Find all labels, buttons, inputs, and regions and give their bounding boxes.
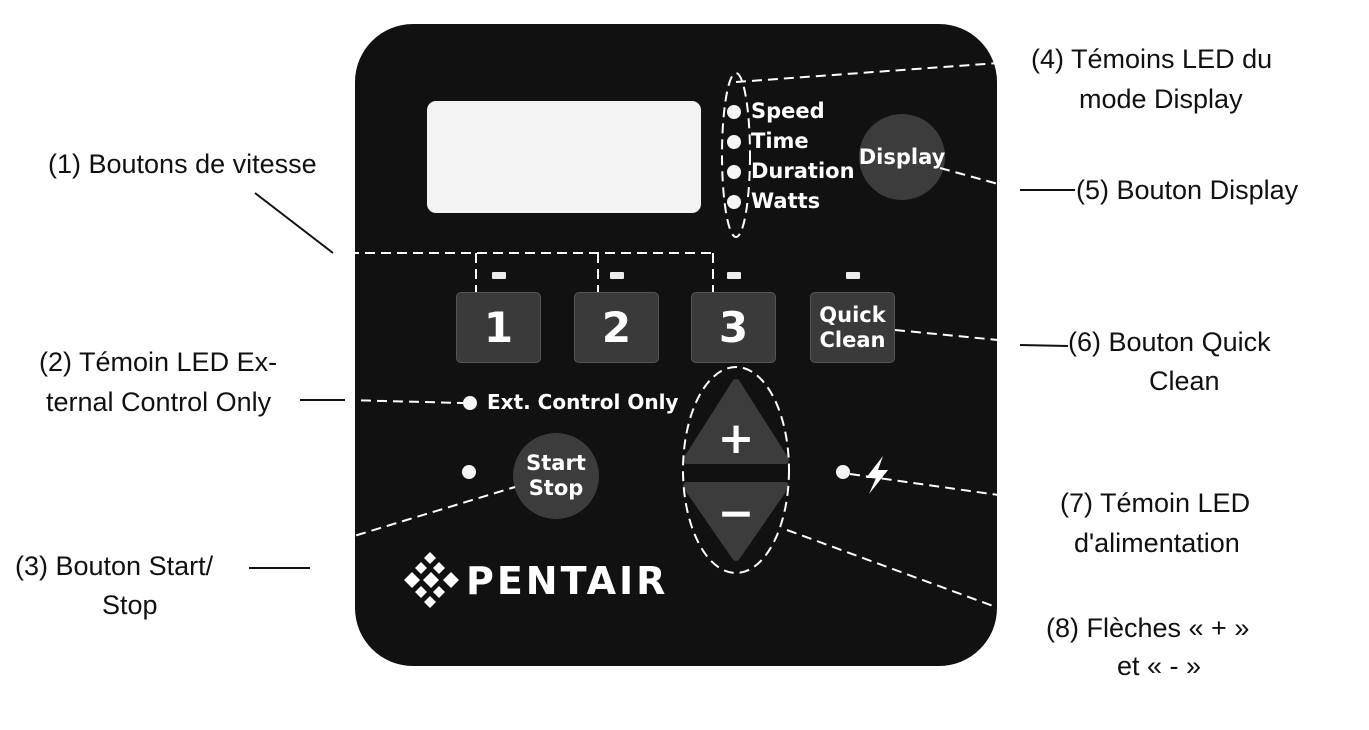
- lightning-icon: [866, 456, 888, 494]
- lcd-display: [427, 101, 701, 213]
- callout-8-line2: et « - »: [1117, 651, 1202, 681]
- quick-clean-label-line1: Quick: [819, 302, 886, 327]
- callout-6-line1: (6) Bouton Quick: [1068, 327, 1271, 357]
- callout-8-line1: (8) Flèches « + »: [1046, 613, 1250, 643]
- callout-2-line1: (2) Témoin LED Ex-: [39, 347, 278, 377]
- time-led: [727, 135, 741, 149]
- power-led: [836, 465, 850, 479]
- callout-6-line2: Clean: [1149, 366, 1220, 396]
- watts-led-label: Watts: [751, 189, 821, 213]
- start-stop-led: [462, 465, 476, 479]
- quick-clean-indicator: [846, 272, 860, 279]
- leader-6-outside: [1019, 344, 1069, 347]
- start-stop-button[interactable]: Start Stop: [513, 433, 599, 519]
- start-stop-label-line2: Stop: [528, 476, 584, 500]
- quick-clean-button[interactable]: Quick Clean: [810, 292, 895, 363]
- leader-1-outside: [254, 192, 334, 254]
- callout-4-line1: (4) Témoins LED du: [1031, 44, 1273, 74]
- brand-name: PENTAIR: [466, 559, 669, 603]
- speed-led: [727, 105, 741, 119]
- callout-3-line2: Stop: [102, 590, 158, 620]
- plus-arrow-button[interactable]: [683, 379, 789, 464]
- ext-control-label: Ext. Control Only: [487, 390, 679, 414]
- duration-led: [727, 165, 741, 179]
- arrow-buttons-grouping: [682, 366, 790, 574]
- callout-7-line1: (7) Témoin LED: [1060, 488, 1251, 518]
- duration-led-label: Duration: [751, 159, 855, 183]
- start-stop-label-line1: Start: [526, 451, 586, 475]
- callout-4-line2: mode Display: [1079, 84, 1243, 114]
- time-led-label: Time: [751, 129, 809, 153]
- speed-1-indicator: [492, 272, 506, 279]
- speed-1-button[interactable]: 1: [456, 292, 541, 363]
- speed-2-button[interactable]: 2: [574, 292, 659, 363]
- speed-2-indicator: [610, 272, 624, 279]
- callout-2-line2: ternal Control Only: [46, 387, 272, 417]
- leader-4-panel: [735, 59, 1041, 83]
- speed-led-label: Speed: [751, 99, 825, 123]
- leader-7-panel: [849, 473, 1056, 504]
- callout-1-speed-buttons: (1) Boutons de vitesse: [48, 149, 317, 179]
- leader-5-panel: [939, 167, 1021, 191]
- display-button-label: Display: [858, 144, 946, 169]
- minus-symbol: −: [718, 488, 755, 539]
- ext-control-led: [463, 396, 477, 410]
- callout-3-line1: (3) Bouton Start/: [15, 551, 214, 581]
- leader-6-panel: [894, 329, 1061, 347]
- leader-2-panel: [344, 399, 464, 404]
- leader-8-panel: [786, 529, 1051, 628]
- plus-symbol: +: [718, 413, 755, 464]
- watts-led: [727, 195, 741, 209]
- callout-7-line2: d'alimentation: [1074, 528, 1240, 558]
- minus-arrow-button[interactable]: [683, 482, 789, 561]
- quick-clean-label-line2: Clean: [819, 327, 886, 352]
- leader-3-panel: [248, 486, 516, 569]
- display-button[interactable]: Display: [859, 114, 945, 200]
- pentair-logo-icon: [404, 552, 459, 608]
- speed-3-indicator: [727, 272, 741, 279]
- display-leds-grouping: [721, 72, 751, 238]
- speed-bracket-drops: [475, 253, 714, 292]
- speed-3-button[interactable]: 3: [691, 292, 776, 363]
- callout-5-display-button: (5) Bouton Display: [1076, 175, 1299, 205]
